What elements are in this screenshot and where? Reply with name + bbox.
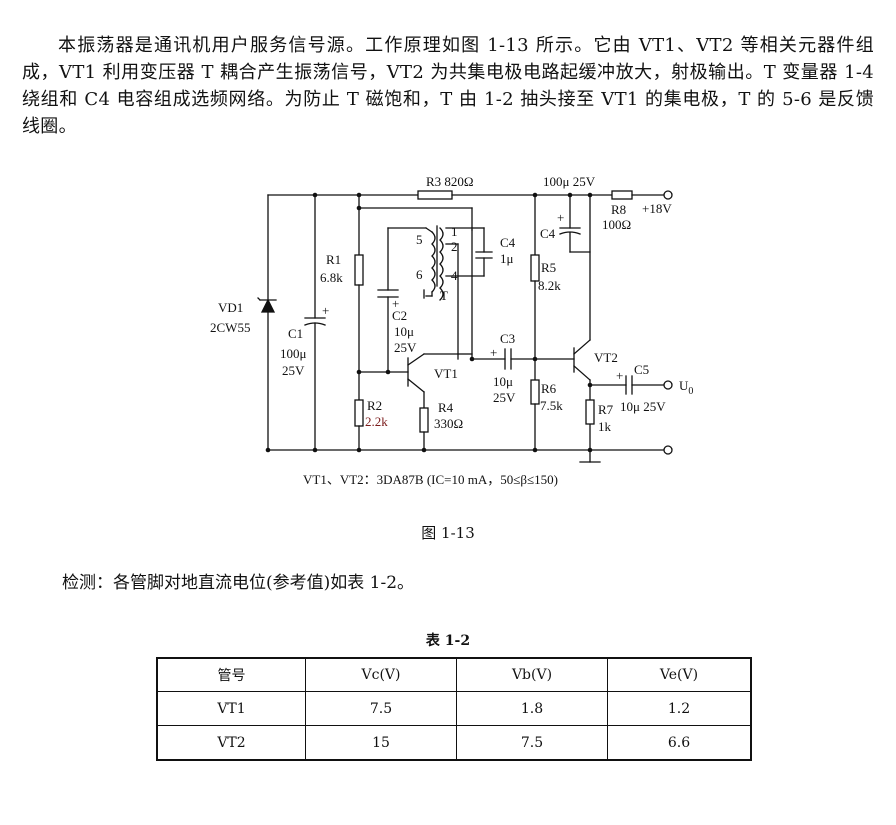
table-cell: 6.6	[607, 725, 752, 761]
c3-value-2: 25V	[493, 390, 516, 405]
figure-caption: 图 1-13	[421, 524, 475, 542]
c3-plus: +	[490, 345, 497, 360]
c3-value-1: 10μ	[493, 374, 513, 389]
c2-plus: +	[392, 296, 399, 311]
table-cell: 1.2	[607, 691, 752, 726]
intro-paragraph: 本振荡器是通讯机用户服务信号源。工作原理如图 1-13 所示。它由 VT1、VT…	[22, 35, 874, 137]
r7-value: 1k	[598, 419, 612, 434]
table-cell: VT2	[156, 725, 306, 761]
r5-label: R5	[541, 260, 556, 275]
r1-value: 6.8k	[320, 270, 343, 285]
c4-tank-label: C4	[500, 235, 516, 250]
r7-label: R7	[598, 402, 614, 417]
c4-tank-value: 1μ	[500, 251, 514, 266]
vd1-model: 2CW55	[210, 320, 250, 335]
vt1-label: VT1	[434, 366, 458, 381]
output-label: U0	[679, 378, 693, 397]
c1-label: C1	[288, 326, 303, 341]
table-row: VT2 15 7.5 6.6	[156, 725, 752, 761]
c5-label: C5	[634, 362, 649, 377]
r6-label: R6	[541, 381, 557, 396]
voltage-table: 管号 Vc(V) Vb(V) Ve(V) VT1 7.5 1.8 1.2 VT2…	[156, 657, 752, 761]
r2-label: R2	[367, 398, 382, 413]
pin-4-label: 4	[451, 268, 458, 283]
c5-plus: +	[616, 368, 623, 383]
c2-value-1: 10μ	[394, 324, 414, 339]
c3-label: C3	[500, 331, 515, 346]
pin-2-label: 2	[451, 239, 458, 254]
r3-label: R3 820Ω	[426, 174, 474, 189]
pin-1-label: 1	[451, 224, 458, 239]
table-cell: VT1	[156, 691, 306, 726]
table-row: VT1 7.5 1.8 1.2	[156, 691, 752, 726]
c4-right-plus: +	[557, 210, 564, 225]
col-header-vc: Vc(V)	[305, 657, 457, 692]
c1-value-2: 25V	[282, 363, 305, 378]
c1-value-1: 100μ	[280, 346, 307, 361]
col-header-vb: Vb(V)	[456, 657, 608, 692]
r1-label: R1	[326, 252, 341, 267]
c5-value: 10μ 25V	[620, 399, 666, 414]
c4-top-value: 100μ 25V	[543, 174, 596, 189]
table-cell: 1.8	[456, 691, 608, 726]
c2-value-2: 25V	[394, 340, 417, 355]
r8-value: 100Ω	[602, 217, 631, 232]
vt2-label: VT2	[594, 350, 618, 365]
transistor-note: VT1、VT2：3DA87B (IC=10 mA，50≤β≤150)	[303, 472, 558, 487]
pin-6-label: 6	[416, 267, 423, 282]
circuit-diagram: R3 820Ω 100μ 25V R8 100Ω +18V VD1 2CW55 …	[210, 174, 693, 487]
c1-plus: +	[322, 303, 329, 318]
detection-text: 检测：各管脚对地直流电位(参考值)如表 1-2。	[62, 573, 415, 593]
pin-5-label: 5	[416, 232, 423, 247]
table-cell: 15	[305, 725, 457, 761]
table-cell: 7.5	[305, 691, 457, 726]
c2-label: C2	[392, 308, 407, 323]
r2-value: 2.2k	[365, 414, 388, 429]
col-header-tube: 管号	[156, 657, 306, 692]
table-cell: 7.5	[456, 725, 608, 761]
r6-value: 7.5k	[540, 398, 563, 413]
r5-value: 8.2k	[538, 278, 561, 293]
transformer-label: T	[440, 288, 448, 303]
r8-label: R8	[611, 202, 626, 217]
r4-label: R4	[438, 400, 454, 415]
c4-right-label: C4	[540, 226, 556, 241]
vd1-label: VD1	[218, 300, 243, 315]
table-title: 表 1-2	[425, 633, 471, 649]
col-header-ve: Ve(V)	[607, 657, 752, 692]
r4-value: 330Ω	[434, 416, 463, 431]
supply-label: +18V	[642, 201, 672, 216]
